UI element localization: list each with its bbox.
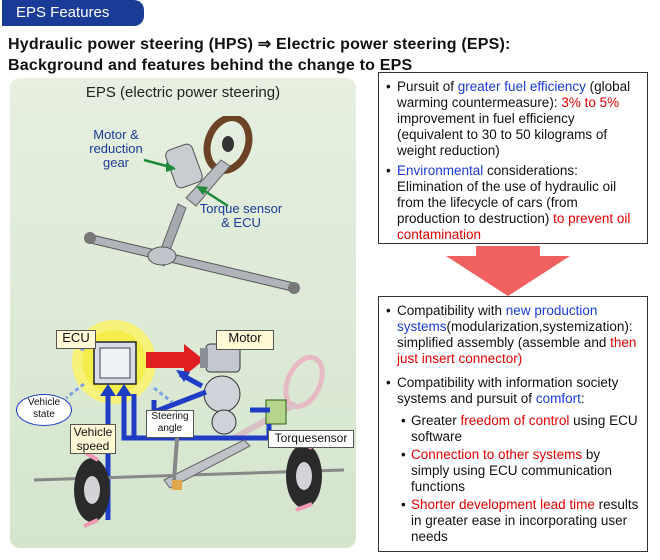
text-segment: results in greater ease in incorporating… — [411, 497, 639, 544]
text-segment: Greater — [411, 413, 461, 428]
page-title: Hydraulic power steering (HPS) ⇒ Electri… — [8, 34, 648, 76]
bullet-information-society: Compatibility with information society s… — [383, 375, 641, 407]
steering-assembly-photo — [84, 116, 300, 294]
bullet-environmental: Environmental considerations: Eliminatio… — [383, 163, 639, 243]
motor-label: Motor — [216, 330, 274, 350]
subbullet-freedom-of-control: Greater freedom of control using ECU sof… — [383, 413, 641, 445]
bullet-production-systems: Compatibility with new production system… — [383, 303, 641, 367]
text-segment: greater fuel efficiency — [457, 79, 586, 94]
text-segment: Compatibility with — [397, 303, 506, 318]
text-segment: (global warming countermeasure): — [397, 79, 631, 110]
torque-sensor-label: Torquesensor — [268, 430, 354, 448]
text-segment: then just insert connector) — [397, 335, 637, 366]
torque-sensor-ecu-label: Torque sensor & ECU — [199, 201, 283, 230]
text-segment: comfort — [535, 391, 581, 406]
text-segment: improvement in fuel efficiency (equivale… — [397, 111, 608, 158]
title-line-2: Background and features behind the chang… — [8, 57, 413, 74]
text-segment: 3% to 5% — [561, 95, 620, 110]
motor-gear-label: Motor & reduction gear — [89, 127, 143, 170]
subbullet-connection: Connection to other systems by simply us… — [383, 447, 641, 495]
benefits-box-bottom: Compatibility with new production system… — [378, 296, 648, 552]
steering-angle-label: Steering angle — [146, 410, 194, 438]
vehicle-speed-label: Vehicle speed — [70, 424, 116, 454]
text-segment: : — [580, 391, 585, 406]
eps-heading: EPS (electric power steering) — [85, 84, 281, 101]
ecu-label: ECU — [56, 330, 96, 349]
text-segment: Environmental — [397, 163, 484, 178]
text-segment: freedom of control — [460, 413, 570, 428]
text-segment: using ECU software — [411, 413, 638, 444]
text-segment: Connection to other systems — [411, 447, 583, 462]
text-segment: new production systems — [397, 303, 598, 334]
title-line-1: Hydraulic power steering (HPS) ⇒ Electri… — [8, 36, 511, 53]
text-segment: Compatibility with information society s… — [397, 375, 619, 406]
text-segment: Shorter development lead time — [411, 497, 595, 512]
down-arrow — [446, 246, 570, 296]
subbullet-lead-time: Shorter development lead time results in… — [383, 497, 641, 545]
text-segment: considerations: Elimination of the use o… — [397, 163, 617, 226]
text-segment: to prevent oil contamination — [397, 211, 631, 242]
text-segment: Pursuit of — [397, 79, 458, 94]
vehicle-state-label: Vehicle state — [16, 394, 72, 426]
benefits-box-top: Pursuit of greater fuel efficiency (glob… — [378, 72, 648, 244]
eps-system-diagram — [33, 320, 345, 528]
text-segment: by simply using ECU communication functi… — [411, 447, 613, 494]
header-tab: EPS Features — [2, 0, 144, 26]
bullet-fuel-efficiency: Pursuit of greater fuel efficiency (glob… — [383, 79, 639, 159]
text-segment: (modularization,systemization): simplifi… — [397, 319, 633, 350]
